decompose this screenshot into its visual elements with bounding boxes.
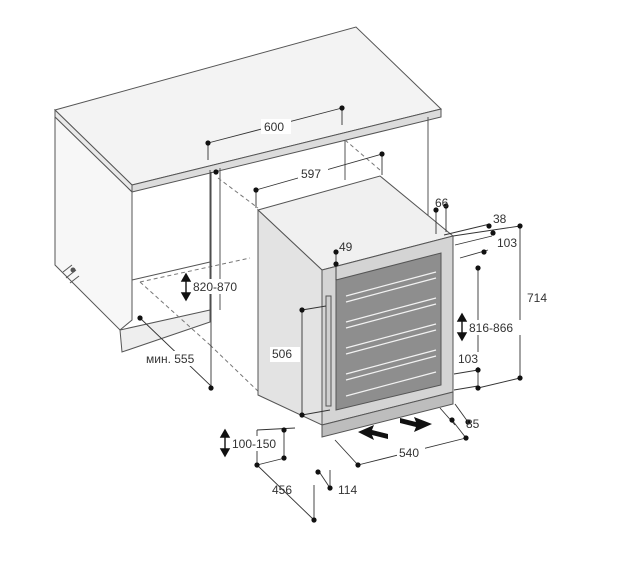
label-niche-height: 820-870 xyxy=(193,280,237,294)
label-niche-width: 597 xyxy=(301,167,321,181)
label-door-depth: 38 xyxy=(493,212,507,226)
niche-guides xyxy=(139,139,381,396)
label-door-panel: 103 xyxy=(497,236,517,250)
cooler-glass-door xyxy=(335,252,442,411)
label-base-width: 540 xyxy=(399,446,419,460)
cabinet-plinth xyxy=(119,309,211,353)
dimension-labels: 600 597 66 38 103 49 820-870 714 816-866… xyxy=(145,119,553,497)
door-handle xyxy=(325,295,332,407)
niche-floor-edge xyxy=(131,261,211,281)
double-arrow-icon xyxy=(456,312,468,342)
label-foot-inset: 114 xyxy=(338,483,357,497)
label-plinth-depth: 456 xyxy=(272,483,292,497)
label-adjust-height: 816-866 xyxy=(469,321,513,335)
label-plinth-height: 100-150 xyxy=(232,437,276,451)
airflow-out-arrow-icon xyxy=(400,417,432,432)
label-plinth-offset: 103 xyxy=(458,352,478,366)
label-foot-depth: 85 xyxy=(466,417,480,431)
cooler-plinth xyxy=(321,391,454,438)
wine-shelves xyxy=(345,271,437,397)
label-top-offset: 49 xyxy=(339,240,353,254)
double-arrow-icon xyxy=(219,428,231,458)
dimension-dots xyxy=(137,105,523,523)
label-min-niche-depth: мин. 555 xyxy=(146,352,195,366)
kitchen-cabinet xyxy=(54,26,442,353)
cabinet-left-side xyxy=(54,115,133,331)
airflow-in-arrow-icon xyxy=(358,425,388,440)
vent-symbol-icon xyxy=(62,264,80,284)
label-appliance-depth: 66 xyxy=(435,196,449,210)
double-arrow-icon xyxy=(180,272,192,302)
label-inner-height: 506 xyxy=(272,347,292,361)
label-counter-width: 600 xyxy=(264,120,284,134)
wine-cooler xyxy=(257,175,455,438)
label-appliance-height: 714 xyxy=(527,291,547,305)
